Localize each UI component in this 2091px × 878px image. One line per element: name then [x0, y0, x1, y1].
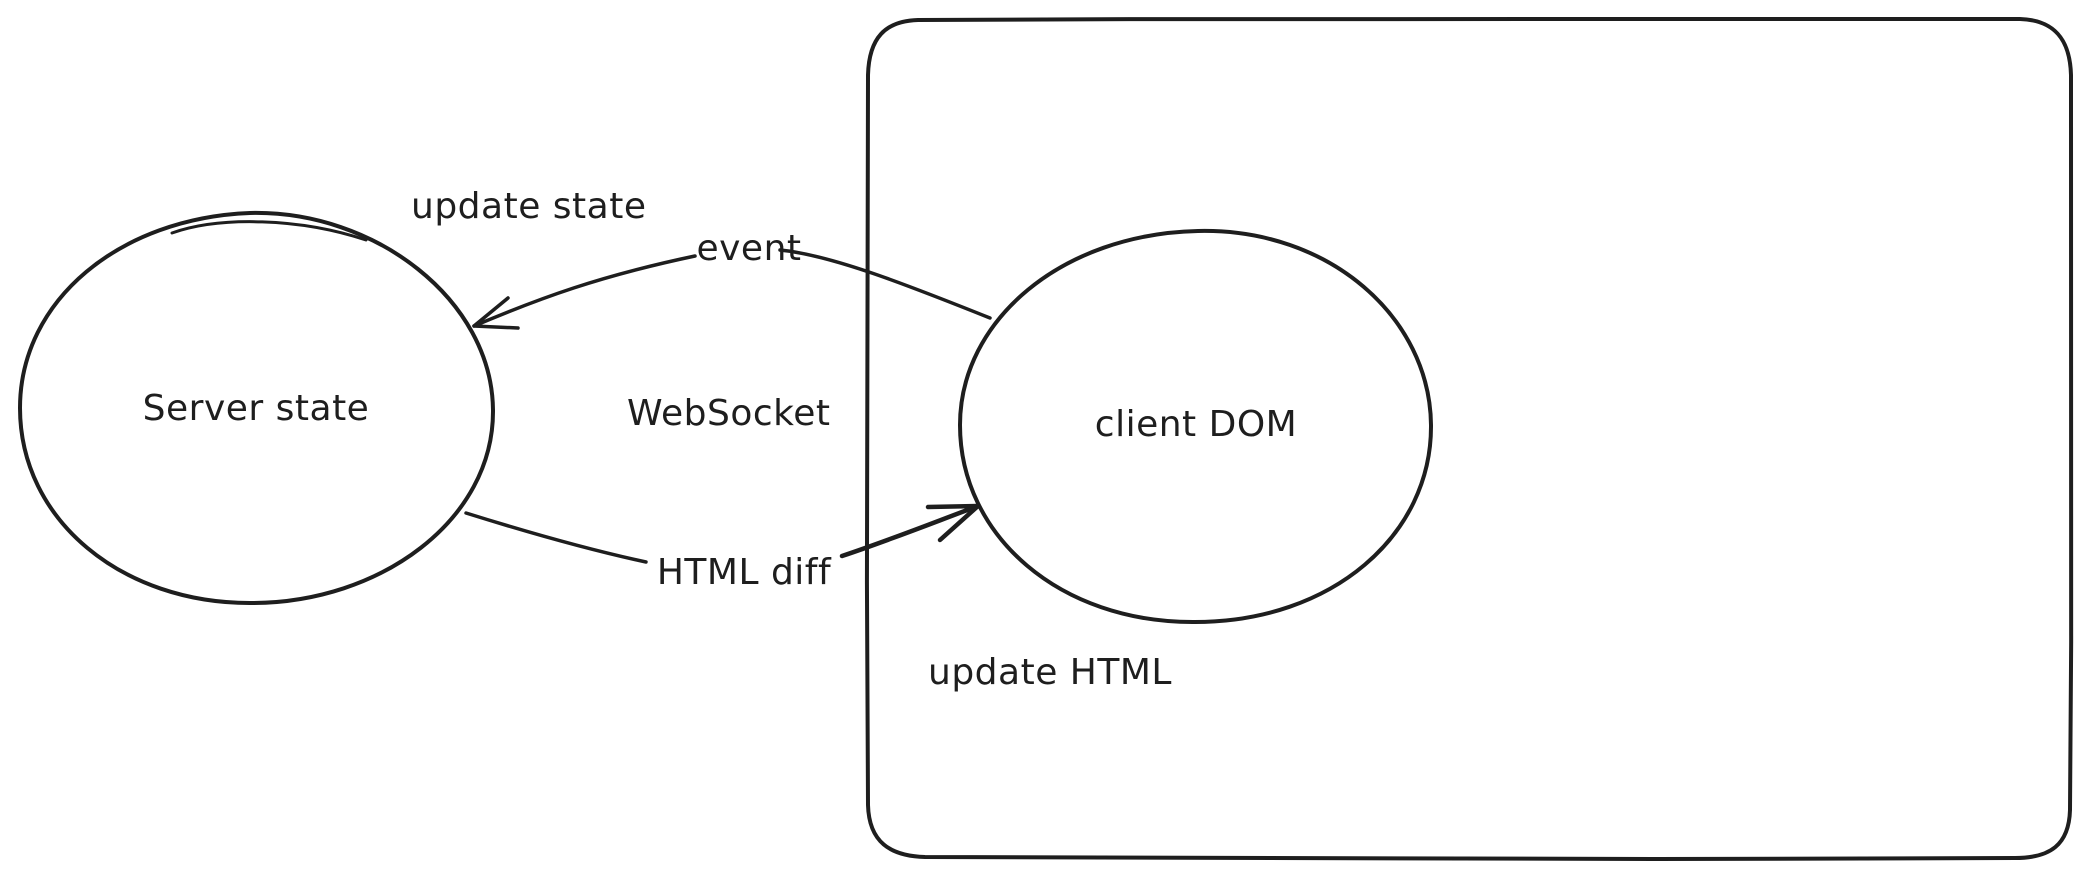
html-diff-arrow-line [464, 511, 648, 564]
client-dom-node: client DOM [958, 228, 1434, 625]
client-frame-box [864, 16, 2075, 862]
event-edge: event [472, 228, 992, 330]
client-dom-ellipse [958, 228, 1434, 625]
html-diff-arrowhead [925, 503, 981, 543]
server-state-sketch-line [170, 220, 368, 242]
event-label: event [696, 228, 801, 269]
client-frame [864, 16, 2075, 862]
update-html-annotation: update HTML [928, 652, 1172, 693]
html-diff-arrow-line [839, 503, 981, 559]
event-arrowhead [472, 296, 520, 330]
html-diff-label: HTML diff [657, 552, 832, 593]
event-arrow-line [778, 248, 992, 320]
server-state-ellipse [18, 210, 496, 606]
server-state-label: Server state [143, 388, 370, 429]
websocket-annotation: WebSocket [627, 393, 830, 434]
client-dom-label: client DOM [1095, 404, 1297, 445]
server-state-node: Server state [18, 210, 496, 606]
html-diff-edge: HTML diff [464, 503, 981, 593]
event-arrow-line [472, 254, 697, 328]
update-state-annotation: update state [411, 186, 646, 227]
